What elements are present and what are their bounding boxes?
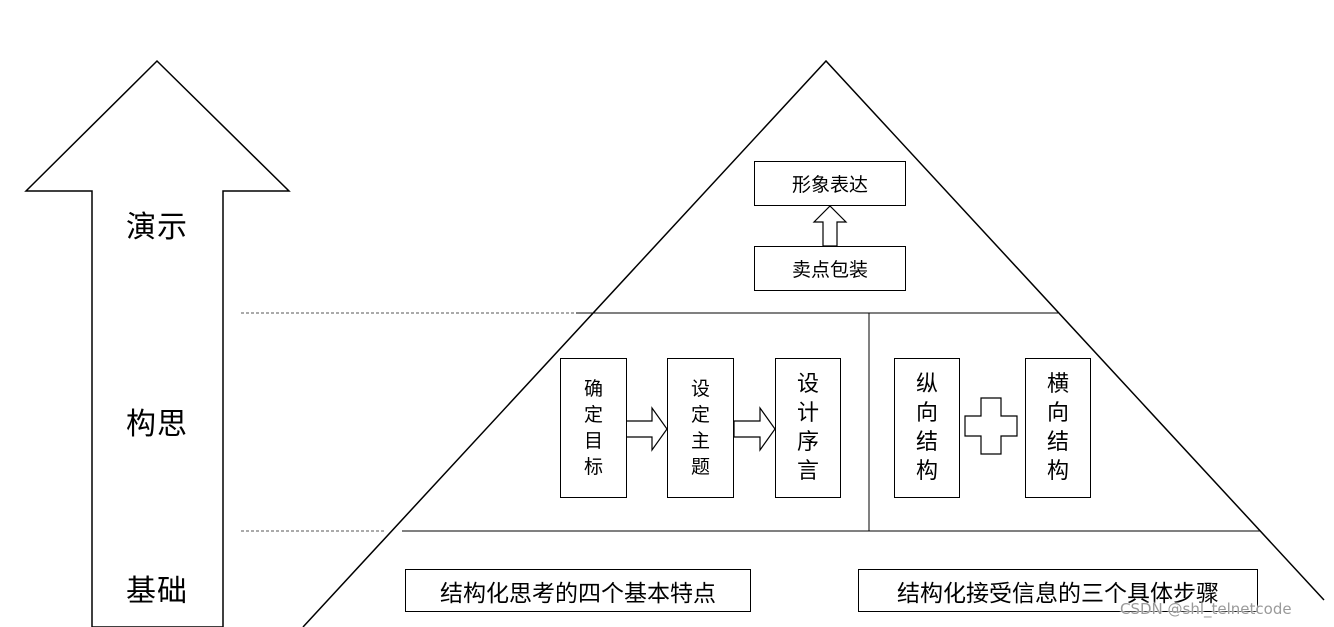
step-box-1-label: 确定目标 <box>583 378 603 478</box>
pyramid-outline <box>302 59 1325 627</box>
small-up-arrow <box>812 205 848 247</box>
horizontal-structure-box: 横向结构 <box>1025 358 1091 498</box>
step-box-1: 确定目标 <box>560 358 627 498</box>
step-box-2-label: 设定主题 <box>690 378 710 478</box>
level-label-middle: 构思 <box>126 407 188 442</box>
vertical-structure-box: 纵向结构 <box>894 358 960 498</box>
four-features-box: 结构化思考的四个基本特点 <box>405 569 751 612</box>
upward-arrow <box>24 59 291 627</box>
horizontal-structure-label: 横向结构 <box>1046 372 1069 484</box>
plus-sign <box>964 397 1018 455</box>
watermark-text: CSDN @shl_telnetcode <box>1120 600 1292 618</box>
level-label-bottom: 基础 <box>126 574 188 609</box>
level-label-top: 演示 <box>126 210 188 245</box>
vertical-structure-label: 纵向结构 <box>915 372 938 484</box>
step-box-3: 设计序言 <box>775 358 841 498</box>
right-arrow-2 <box>733 406 776 452</box>
step-box-3-label: 设计序言 <box>796 372 819 484</box>
right-arrow-1 <box>625 406 668 452</box>
three-steps-box: 结构化接受信息的三个具体步骤 <box>858 569 1258 612</box>
selling-point-box: 卖点包装 <box>754 246 906 291</box>
image-expression-box: 形象表达 <box>754 161 906 206</box>
step-box-2: 设定主题 <box>667 358 734 498</box>
